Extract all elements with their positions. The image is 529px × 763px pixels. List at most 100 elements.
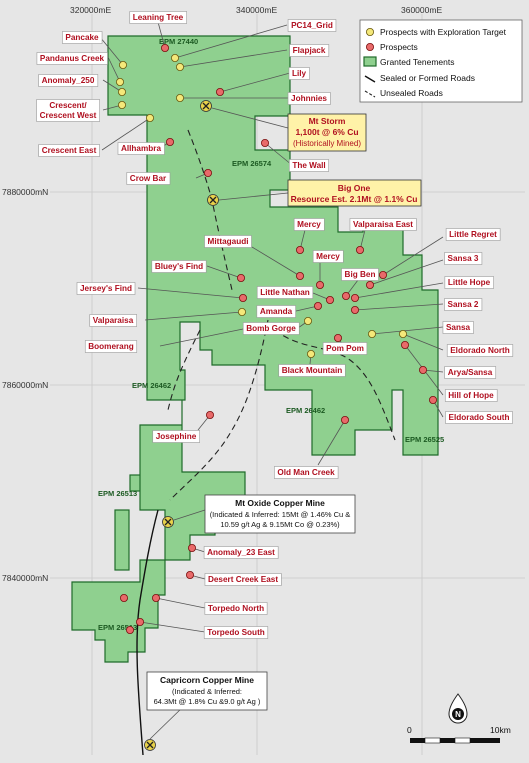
prospect-marker[interactable] — [118, 101, 127, 110]
mine-symbol-big-one[interactable] — [207, 194, 219, 206]
prospect-marker[interactable] — [333, 333, 342, 342]
prospect-label[interactable]: Little Nathan — [256, 286, 314, 299]
prospect-label[interactable]: Bluey's Find — [151, 260, 207, 273]
mine-info-mt-oxide[interactable]: Mt Oxide Copper Mine (Indicated & Inferr… — [173, 494, 356, 534]
prospect-label[interactable]: Torpedo North — [204, 602, 268, 615]
prospect-marker[interactable] — [398, 329, 407, 338]
prospect-marker[interactable] — [145, 114, 154, 123]
prospect-marker[interactable] — [187, 544, 196, 553]
prospect-label[interactable]: Crescent/Crescent West — [36, 99, 100, 122]
callout-mt-storm[interactable]: Mt Storm 1,100t @ 6% Cu (Historically Mi… — [211, 107, 367, 152]
prospect-label[interactable]: Crescent East — [38, 144, 100, 157]
prospect-label[interactable]: Boomerang — [84, 340, 138, 353]
prospect-marker[interactable] — [350, 305, 359, 314]
prospect-label[interactable]: Torpedo South — [203, 626, 269, 639]
prospect-marker[interactable] — [418, 365, 427, 374]
prospect-label[interactable]: Eldorado South — [445, 411, 513, 424]
prospect-label[interactable]: Black Mountain — [278, 364, 346, 377]
prospect-label-text: Johnnies — [291, 94, 327, 103]
mine-symbol-mt-oxide[interactable] — [162, 516, 174, 528]
prospect-marker[interactable] — [126, 626, 135, 635]
prospect-label[interactable]: Pancake — [62, 31, 103, 44]
prospect-marker[interactable] — [428, 395, 437, 404]
prospect-label[interactable]: Hill of Hope — [444, 389, 498, 402]
prospect-marker[interactable] — [365, 280, 374, 289]
prospect-label[interactable]: The Wall — [289, 159, 329, 172]
prospect-label[interactable]: Leaning Tree — [129, 11, 187, 24]
prospect-label[interactable]: Allhambra — [117, 142, 165, 155]
prospect-label[interactable]: Josephine — [152, 430, 200, 443]
prospect-marker[interactable] — [400, 340, 409, 349]
prospect-label[interactable]: Valparaisa — [89, 314, 138, 327]
prospect-marker[interactable] — [215, 88, 224, 97]
prospect-label[interactable]: Desert Creek East — [204, 573, 282, 586]
prospect-marker[interactable] — [236, 273, 245, 282]
prospect-label[interactable]: Mercy — [293, 218, 325, 231]
prospect-marker[interactable] — [350, 293, 359, 302]
prospect-marker[interactable] — [151, 594, 160, 603]
prospect-marker[interactable] — [315, 280, 324, 289]
prospect-marker[interactable] — [306, 349, 315, 358]
prospect-marker[interactable] — [325, 295, 334, 304]
prospect-label[interactable]: PC14_Grid — [287, 19, 337, 32]
prospect-label-text: Bluey's Find — [155, 262, 203, 271]
prospect-marker[interactable] — [205, 410, 214, 419]
prospect-label[interactable]: Eldorado North — [446, 344, 514, 357]
prospect-label[interactable]: Mittagaudi — [204, 235, 252, 248]
legend-label: Prospects with Exploration Target — [380, 27, 507, 37]
prospect-label[interactable]: Mercy — [312, 250, 344, 263]
prospect-marker[interactable] — [313, 301, 322, 310]
prospect-marker[interactable] — [340, 415, 349, 424]
prospect-marker[interactable] — [135, 618, 144, 627]
prospect-marker[interactable] — [355, 245, 364, 254]
prospect-marker[interactable] — [160, 44, 169, 53]
prospect-marker[interactable] — [238, 293, 247, 302]
prospect-marker[interactable] — [367, 329, 376, 338]
prospect-marker[interactable] — [295, 271, 304, 280]
prospect-label[interactable]: Sansa 3 — [444, 252, 483, 265]
prospect-marker[interactable] — [295, 245, 304, 254]
prospect-marker[interactable] — [175, 63, 184, 72]
mine-symbol-mt-storm[interactable] — [200, 100, 212, 112]
prospect-label[interactable]: Bomb Gorge — [242, 322, 300, 335]
prospect-label[interactable]: Arya/Sansa — [444, 366, 497, 379]
prospect-label[interactable]: Old Man Creek — [274, 466, 339, 479]
prospect-marker[interactable] — [341, 291, 350, 300]
prospect-marker[interactable] — [237, 307, 246, 316]
tenement-south[interactable] — [71, 559, 166, 663]
prospect-label[interactable]: Anomaly_23 East — [203, 546, 279, 559]
prospect-marker[interactable] — [203, 168, 212, 177]
prospect-label[interactable]: Crow Bar — [126, 172, 171, 185]
mine-symbol-capricorn[interactable] — [144, 739, 156, 751]
prospect-marker[interactable] — [116, 78, 125, 87]
prospect-label[interactable]: Anomaly_250 — [38, 74, 99, 87]
scale-bar: 0 10km — [407, 725, 511, 744]
prospect-marker[interactable] — [175, 94, 184, 103]
tenement-strip[interactable] — [114, 509, 130, 571]
prospect-label[interactable]: Sansa — [442, 321, 474, 334]
prospect-label[interactable]: Valparaisa East — [349, 218, 417, 231]
tenement-central-south[interactable] — [139, 400, 246, 561]
prospect-label[interactable]: Johnnies — [287, 92, 331, 105]
prospect-label[interactable]: Flapjack — [289, 44, 330, 57]
prospect-marker[interactable] — [170, 54, 179, 63]
prospect-marker[interactable] — [303, 316, 312, 325]
prospect-label[interactable]: Pandanus Creek — [36, 52, 108, 65]
prospect-label[interactable]: Lily — [288, 67, 310, 80]
prospect-label[interactable]: Big Ben — [341, 268, 379, 281]
prospect-marker[interactable] — [378, 270, 387, 279]
prospect-marker[interactable] — [260, 138, 269, 147]
prospect-marker[interactable] — [185, 571, 194, 580]
prospect-label[interactable]: Amanda — [256, 305, 296, 318]
prospect-marker[interactable] — [165, 137, 174, 146]
prospect-label[interactable]: Little Regret — [445, 228, 501, 241]
prospect-marker[interactable] — [118, 88, 127, 97]
prospect-label[interactable]: Little Hope — [444, 276, 494, 289]
mine-info-capricorn[interactable]: Capricorn Copper Mine (Indicated & Infer… — [146, 671, 268, 740]
prospect-marker[interactable] — [120, 594, 129, 603]
callout-big-one[interactable]: Big One Resource Est. 2.1Mt @ 1.1% Cu — [218, 179, 422, 207]
prospect-label[interactable]: Sansa 2 — [444, 298, 483, 311]
prospect-label[interactable]: Jersey's Find — [76, 282, 136, 295]
prospect-marker[interactable] — [119, 61, 128, 70]
prospect-label[interactable]: Pom Pom — [322, 342, 368, 355]
